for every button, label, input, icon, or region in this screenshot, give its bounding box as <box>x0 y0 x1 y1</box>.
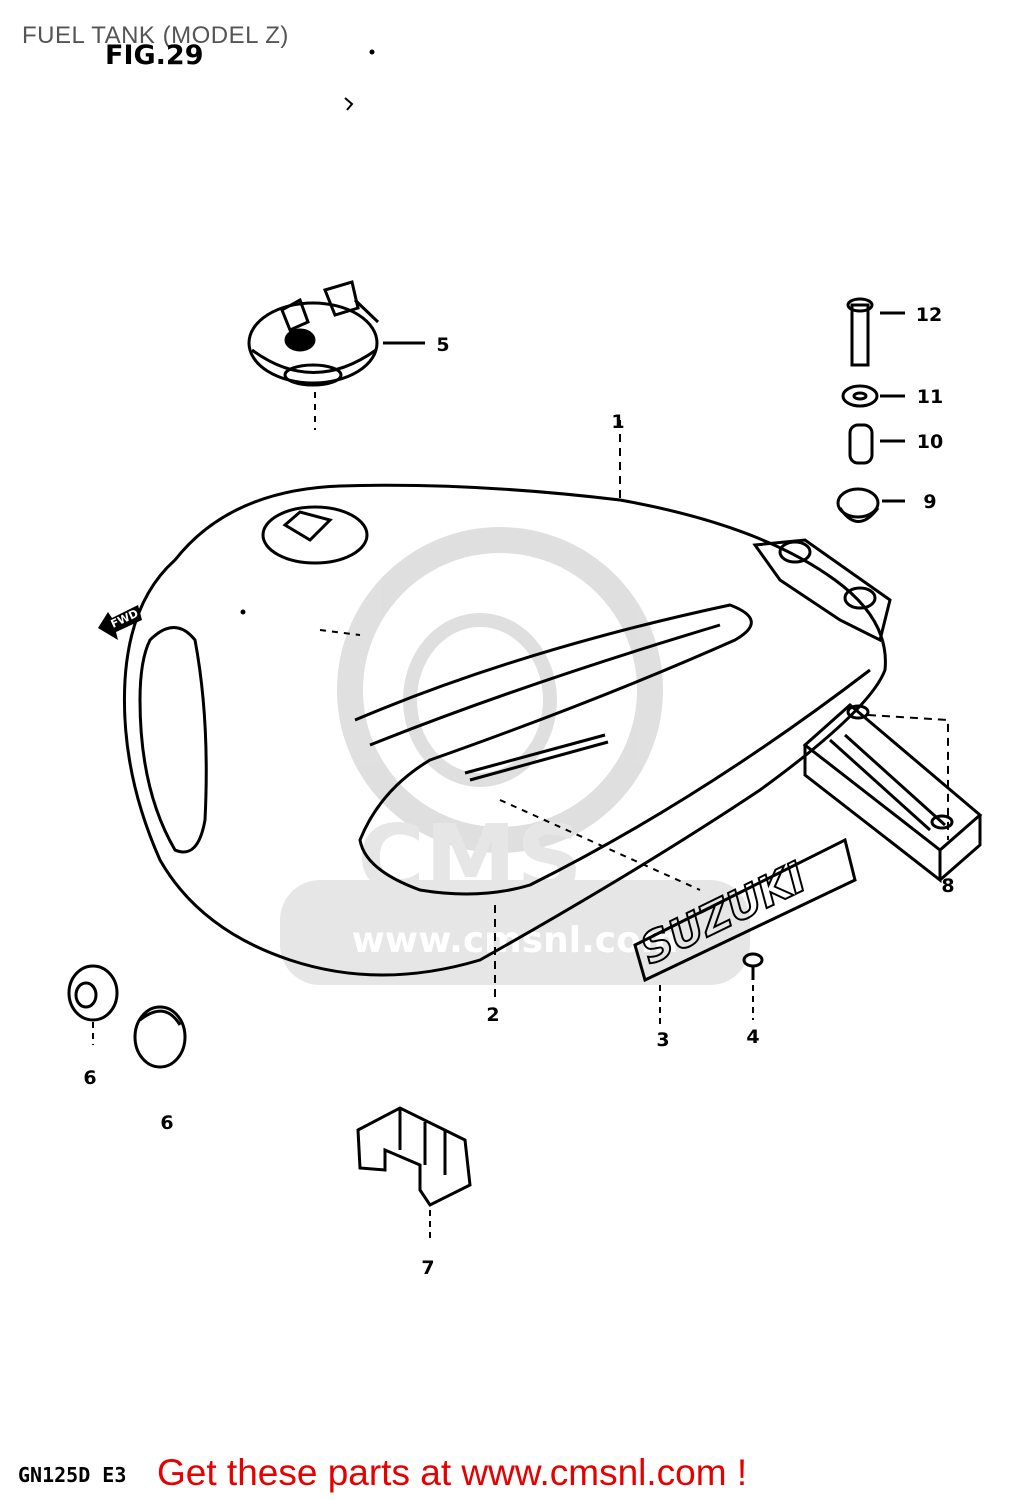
suzuki-emblem-part: SUZUKI <box>632 837 857 1025</box>
cushion-part <box>356 1106 472 1240</box>
callout-1: 1 <box>611 411 625 433</box>
callout-3: 3 <box>656 1029 670 1051</box>
model-code: GN125D E3 <box>18 1463 127 1487</box>
callout-12: 12 <box>915 304 943 326</box>
forward-direction-icon: FWD <box>95 605 142 640</box>
rubber-pad-part <box>802 703 983 884</box>
callout-9: 9 <box>923 491 937 513</box>
callout-11: 11 <box>916 386 944 408</box>
cms-watermark: CMS www.cmsnl.com <box>280 527 750 985</box>
cap-parts <box>67 964 187 1069</box>
callout-10: 10 <box>916 431 944 453</box>
callout-2: 2 <box>486 1004 500 1026</box>
callout-7: 7 <box>421 1257 435 1279</box>
figure-number: FIG.29 <box>105 40 204 71</box>
promo-link[interactable]: Get these parts at www.cmsnl.com ! <box>157 1452 748 1493</box>
page-title: FUEL TANK (MODEL Z) <box>22 22 289 49</box>
fuel-tank-part <box>122 420 892 1000</box>
fuel-cap-part <box>247 280 425 430</box>
callout-6b: 6 <box>160 1112 174 1134</box>
callout-4: 4 <box>746 1026 760 1048</box>
mounting-hardware-part <box>836 297 905 523</box>
callout-5: 5 <box>436 334 450 356</box>
callout-8: 8 <box>941 875 955 897</box>
screw-part <box>742 952 764 1020</box>
callout-6a: 6 <box>83 1067 97 1089</box>
